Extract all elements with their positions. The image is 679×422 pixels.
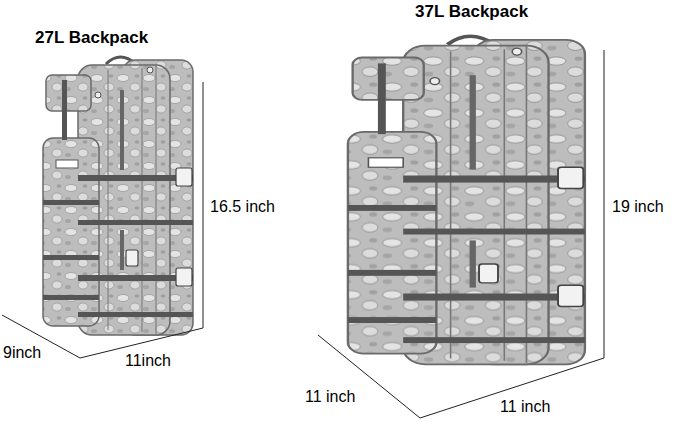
dimension-lines [2, 50, 604, 418]
width-dimension: 11 inch [500, 398, 550, 416]
height-dimension: 19 inch [612, 198, 664, 216]
height-dimension: 16.5 inch [210, 198, 275, 216]
width-dimension: 11inch [125, 352, 171, 370]
depth-dimension: 9inch [3, 344, 41, 362]
depth-dimension: 11 inch [305, 388, 355, 406]
product-title: 37L Backpack [415, 2, 528, 22]
product-title: 27L Backpack [35, 28, 148, 48]
